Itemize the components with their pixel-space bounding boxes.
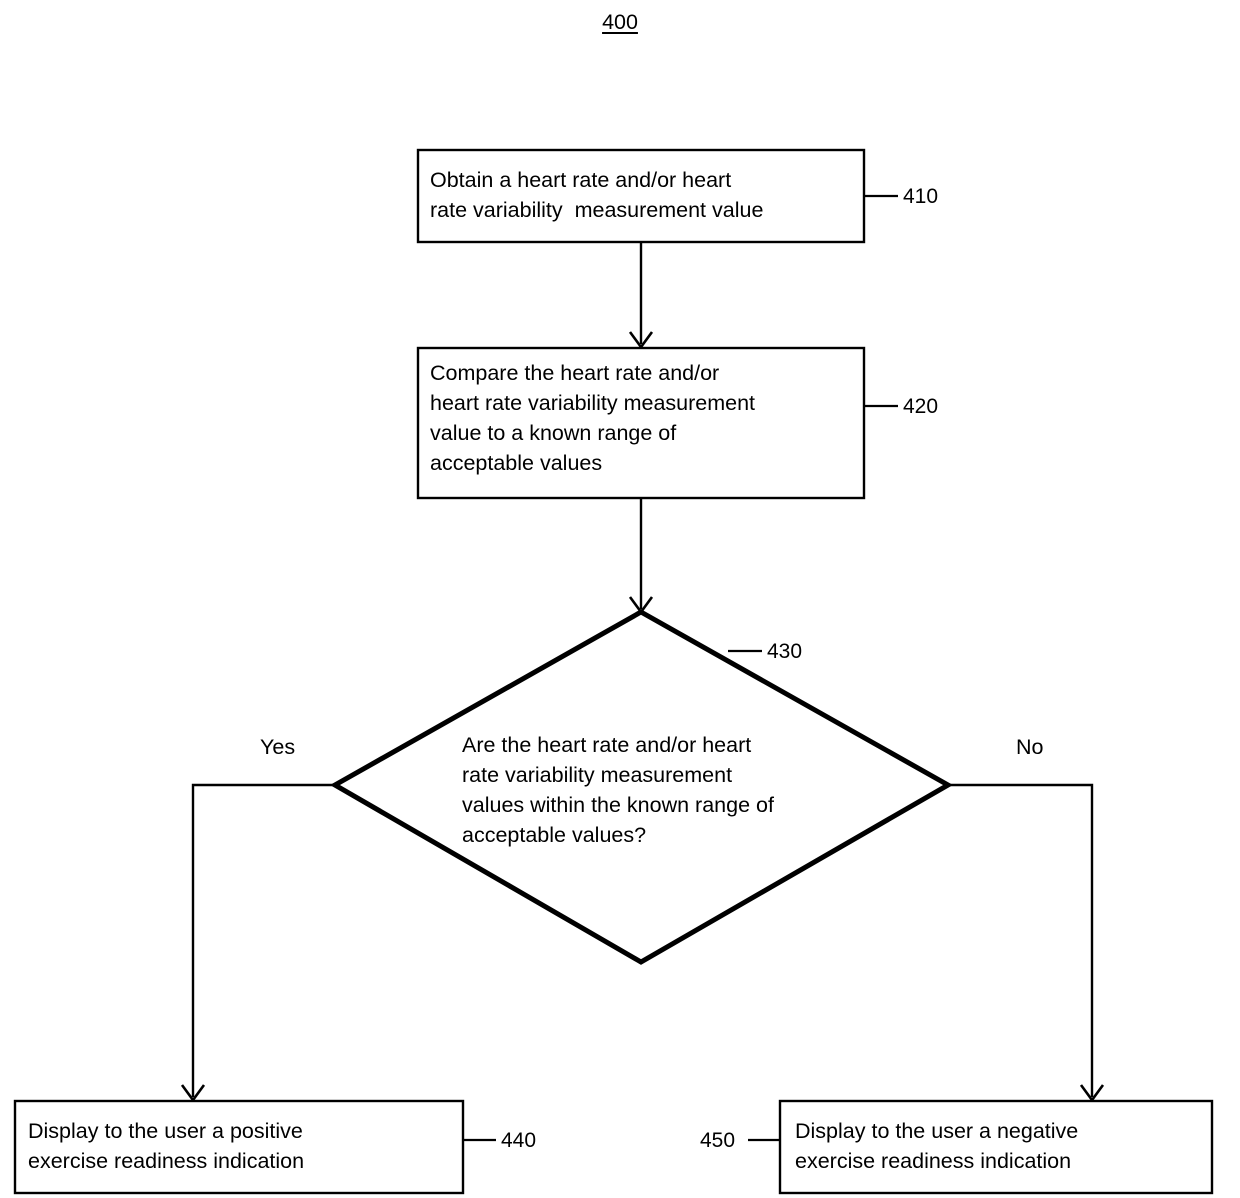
process-box-440-text: Display to the user a positive exercise … [28,1119,305,1173]
branch-label-no: No [1016,735,1044,759]
process-box-410[interactable] [416,148,866,244]
process-box-450[interactable] [778,1099,1214,1195]
ref-number-450: 450 [700,1129,736,1152]
ref-number-430: 430 [767,640,803,663]
process-box-420[interactable] [416,346,866,500]
process-box-450-text: Display to the user a negative exercise … [795,1119,1079,1173]
connector-no-branch [948,783,1094,1097]
ref-number-420: 420 [903,395,939,418]
branch-label-yes: Yes [260,735,296,759]
decision-diamond-430-text: Are the heart rate and/or heart rate var… [462,733,774,847]
process-box-420-text: Compare the heart rate and/or heart rate… [430,361,756,475]
figure-number: 400 [602,10,638,34]
process-box-410-text: Obtain a heart rate and/or heart rate va… [430,168,764,222]
ref-number-440: 440 [501,1129,537,1152]
connector-yes-branch [191,783,335,1097]
process-box-440[interactable] [13,1099,465,1195]
ref-number-410: 410 [903,185,939,208]
decision-diamond-430[interactable] [329,609,954,965]
